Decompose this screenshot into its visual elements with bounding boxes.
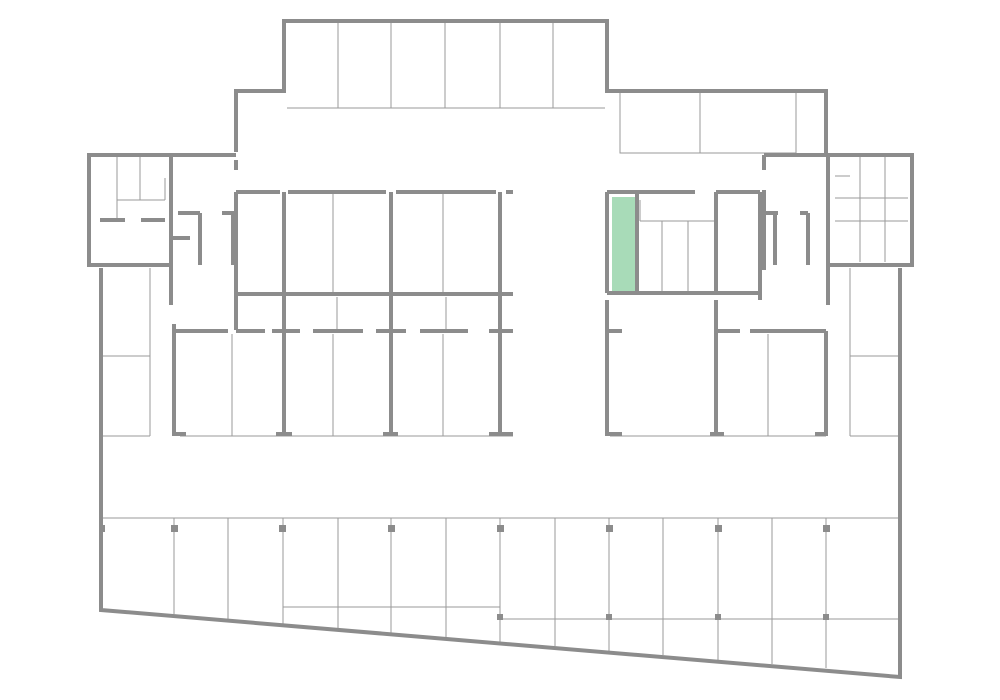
right-stair-lines <box>835 157 908 262</box>
top-outer-wall <box>234 19 828 153</box>
column <box>606 614 612 620</box>
outer-wall <box>99 268 902 680</box>
column <box>715 614 721 620</box>
left-core-wall <box>169 160 238 305</box>
column <box>497 525 504 532</box>
right-lower-block-wall <box>605 300 828 436</box>
lower-block-wall <box>172 324 513 436</box>
left-stair-wall <box>87 153 236 267</box>
column <box>823 525 830 532</box>
right-room-lines <box>639 200 714 293</box>
column <box>823 614 829 620</box>
walls <box>87 19 914 680</box>
right-upper-block-wall <box>605 190 762 300</box>
top-parking-lines <box>287 22 605 109</box>
highlighted-unit[interactable] <box>612 197 636 292</box>
left-side-storage-lines <box>103 268 151 437</box>
column <box>171 525 178 532</box>
upper-right-storage-lines <box>619 92 797 154</box>
column <box>388 525 395 532</box>
upper-block-wall <box>234 190 513 330</box>
right-side-storage-lines <box>849 268 898 437</box>
column <box>715 525 722 532</box>
bottom-parking-lines <box>103 517 898 668</box>
space-divisions <box>103 22 908 668</box>
column <box>497 614 503 620</box>
columns <box>99 525 830 620</box>
column <box>606 525 613 532</box>
column <box>279 525 286 532</box>
upper-room-lines <box>240 192 500 330</box>
left-stair-lines <box>116 157 166 218</box>
right-stair-wall <box>764 153 914 305</box>
lower-room-lines <box>180 334 826 437</box>
